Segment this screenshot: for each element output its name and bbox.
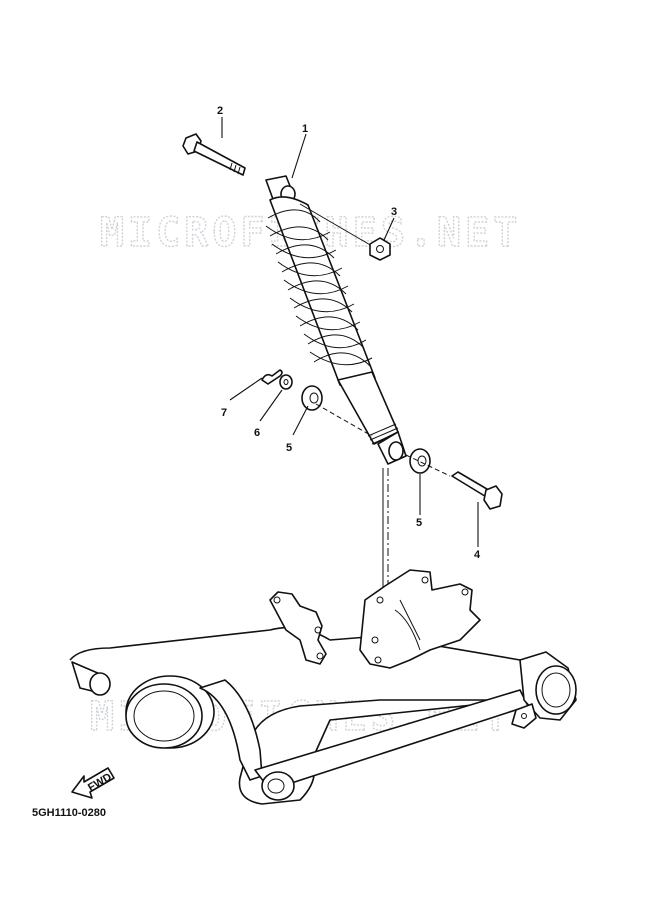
callout-number-7: 7: [221, 407, 227, 419]
diagram-code: 5GH1110-0280: [32, 807, 106, 819]
upper-bolt-part-2: [182, 133, 246, 176]
washer-part-6: [279, 374, 293, 390]
callout-leaders: [221, 117, 479, 547]
callout-number-3: 3: [391, 206, 397, 218]
cotter-pin-part-7: [261, 369, 283, 385]
callout-number-5-right: 5: [416, 517, 422, 529]
fwd-arrow-icon: FWD: [71, 767, 115, 799]
shock-absorber-part-1: [265, 175, 407, 465]
fwd-label: FWD: [86, 771, 114, 794]
rear-arm-assembly: [69, 569, 577, 805]
collar-part-5-left: [301, 385, 323, 411]
callout-number-2: 2: [217, 105, 223, 117]
callout-number-6: 6: [254, 427, 260, 439]
callout-number-1: 1: [302, 123, 308, 135]
lower-bolt-part-4: [451, 471, 503, 510]
callout-number-5-left: 5: [286, 442, 292, 454]
collar-part-5-right: [409, 448, 431, 474]
nut-part-3: [369, 237, 391, 261]
callout-number-4: 4: [474, 549, 481, 561]
